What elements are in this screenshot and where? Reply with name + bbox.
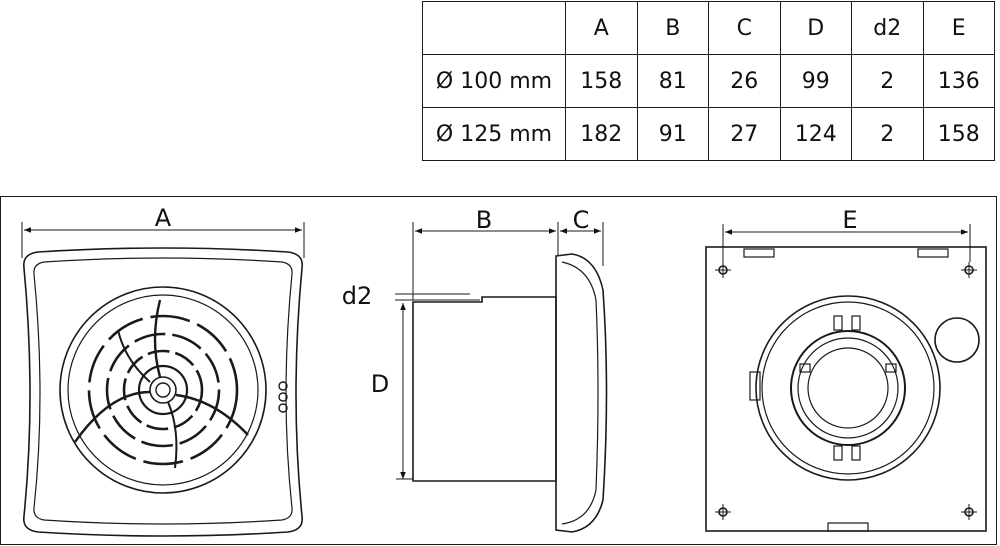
back-view xyxy=(705,224,987,532)
table-cell: 2 xyxy=(851,54,924,108)
table-cell: 136 xyxy=(922,54,995,108)
duct-body xyxy=(412,296,557,482)
table-header-cell: E xyxy=(922,1,995,55)
label-a: A xyxy=(155,204,172,232)
cover-profile xyxy=(555,253,608,533)
dimensions-table: A B C D d2 E Ø 100 mm 158 81 26 99 2 136… xyxy=(422,1,995,161)
indicator-dot xyxy=(278,392,288,402)
table-cell: 27 xyxy=(708,107,781,161)
table-cell-size: Ø 100 mm xyxy=(422,54,566,108)
screw-hole xyxy=(715,262,731,278)
table-row: Ø 100 mm 158 81 26 99 2 136 xyxy=(422,54,995,108)
fan-cover-outline xyxy=(22,247,304,537)
indicator-dot xyxy=(278,403,288,413)
table-header-row: A B C D d2 E xyxy=(422,1,995,55)
screw-hole xyxy=(715,504,731,520)
table-cell: 2 xyxy=(851,107,924,161)
label-b: B xyxy=(476,206,492,234)
screw-hole xyxy=(961,262,977,278)
table-header-cell: C xyxy=(708,1,781,55)
cable-entry xyxy=(934,317,980,363)
indicator-dot xyxy=(278,381,288,391)
table-row: Ø 125 mm 182 91 27 124 2 158 xyxy=(422,107,995,161)
label-c: C xyxy=(573,206,590,234)
table-cell: 124 xyxy=(779,107,852,161)
back-plate xyxy=(705,246,987,532)
table-cell: 91 xyxy=(636,107,709,161)
label-e: E xyxy=(842,206,857,234)
table-cell: 182 xyxy=(565,107,638,161)
drawing-frame xyxy=(0,196,997,545)
table-cell: 81 xyxy=(636,54,709,108)
label-d2: d2 xyxy=(342,282,373,310)
duct-ring-outer xyxy=(755,295,941,481)
table-cell: 99 xyxy=(779,54,852,108)
table-cell: 158 xyxy=(565,54,638,108)
front-view xyxy=(21,222,305,537)
side-view xyxy=(395,222,608,533)
table-cell-size: Ø 125 mm xyxy=(422,107,566,161)
screw-hole xyxy=(961,504,977,520)
label-d: D xyxy=(371,370,389,398)
table-cell: 158 xyxy=(922,107,995,161)
table-header-cell xyxy=(422,1,566,55)
